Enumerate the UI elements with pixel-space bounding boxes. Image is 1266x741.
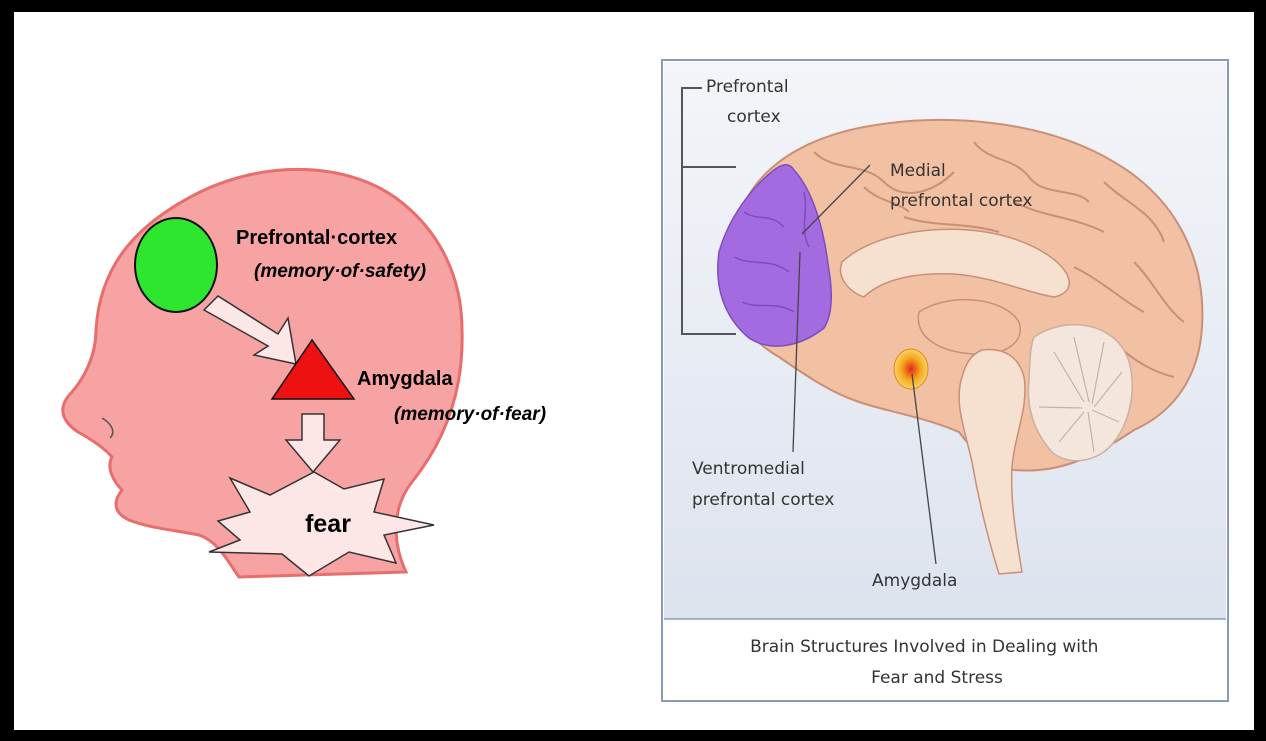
diagram-canvas: Prefrontal·cortex (memory·of·safety) Amy…: [14, 12, 1254, 730]
amygdala-label: Amygdala: [357, 368, 453, 390]
prefrontal-cortex-line1: Prefrontal: [706, 77, 789, 97]
amygdala-highlight: [894, 349, 928, 389]
prefrontal-sublabel: (memory·of·safety): [254, 261, 426, 282]
medial-line1: Medial: [890, 161, 946, 181]
caption-line2: Fear and Stress: [871, 668, 1003, 688]
brain-panel: Prefrontal cortex Medial prefrontal cort…: [662, 60, 1228, 701]
caption-line1: Brain Structures Involved in Dealing wit…: [750, 637, 1098, 657]
prefrontal-oval: [135, 218, 217, 312]
amygdala-panel-label: Amygdala: [872, 571, 957, 591]
fear-label: fear: [305, 510, 351, 538]
prefrontal-label: Prefrontal·cortex: [236, 227, 397, 249]
medial-line2: prefrontal cortex: [890, 191, 1032, 211]
ventromedial-line1: Ventromedial: [692, 459, 805, 479]
head-diagram: Prefrontal·cortex (memory·of·safety) Amy…: [63, 169, 546, 577]
slide: Prefrontal·cortex (memory·of·safety) Amy…: [14, 12, 1254, 730]
amygdala-sublabel: (memory·of·fear): [394, 404, 546, 425]
ventromedial-line2: prefrontal cortex: [692, 490, 834, 510]
prefrontal-cortex-line2: cortex: [727, 107, 781, 127]
